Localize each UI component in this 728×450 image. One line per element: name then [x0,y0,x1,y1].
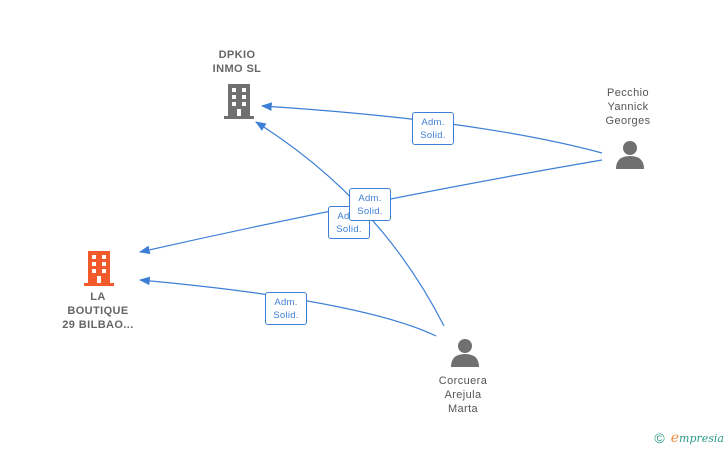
node-label-line: Pecchio [607,87,649,99]
edge-label-line: Adm. [274,297,298,308]
node-label-line: LA [90,291,106,303]
logo-text: mpresia [679,432,724,445]
person-icon[interactable] [450,338,480,368]
logo-initial: e [670,430,680,446]
copyright-symbol: © [654,430,665,446]
edge-label-line: Solid. [357,206,383,217]
person-icon[interactable] [615,140,645,170]
node-label-line: 29 BILBAO... [62,319,134,331]
building-icon[interactable] [84,250,116,286]
edge-pecchio-dpkio [260,102,603,154]
node-label-line: Arejula [444,389,482,401]
node-label-corcuera: Corcuera Arejula Marta [425,374,501,416]
node-label-pecchio: Pecchio Yannick Georges [590,86,666,128]
edge-corcuera-boutique [138,276,437,337]
node-label-la-boutique: LA BOUTIQUE 29 BILBAO... [53,290,143,332]
edge-label-corcuera-boutique[interactable]: Adm. Solid. [265,292,307,325]
node-label-line: Georges [605,115,651,127]
building-icon[interactable] [224,83,256,119]
empresia-logo[interactable]: empresia [671,430,724,446]
edge-label-line: Adm. [358,193,382,204]
edge-label-line: Solid. [420,130,446,141]
node-label-line: BOUTIQUE [67,305,129,317]
edge-label-pecchio-dpkio[interactable]: Adm. Solid. [412,112,454,145]
node-label-line: INMO SL [212,63,262,75]
node-label-line: Marta [447,403,479,415]
edge-label-line: Solid. [273,310,299,321]
edge-label-line: Solid. [336,224,362,235]
node-label-line: Yannick [607,101,649,113]
node-label-line: Corcuera [438,375,488,387]
node-label-dpkio: DPKIO INMO SL [202,48,272,76]
edge-label-pecchio-boutique[interactable]: Adm. Solid. [349,188,391,221]
node-label-line: DPKIO [218,49,256,61]
brand-footer: © empresia [654,430,724,446]
edge-label-line: Adm. [421,117,445,128]
edge-label-line: Adm. [329,210,369,223]
